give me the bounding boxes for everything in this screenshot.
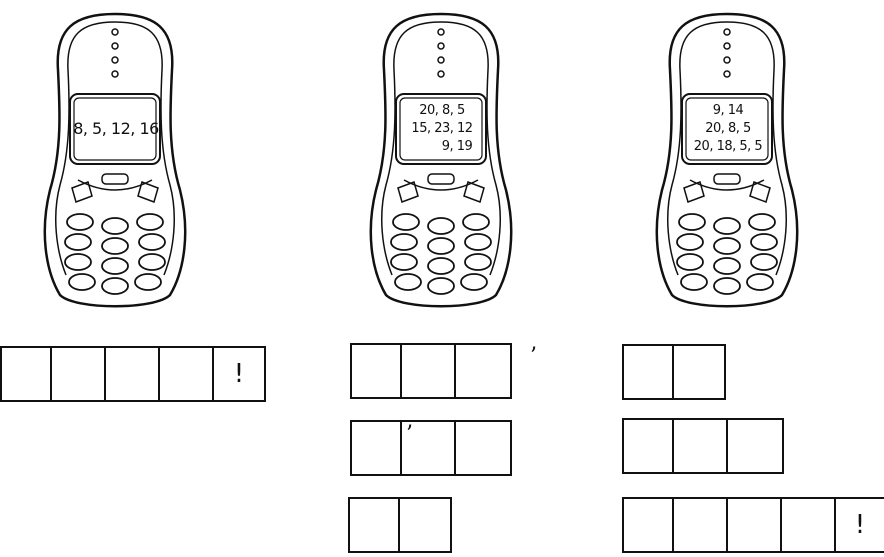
- answer-row-2c: [348, 497, 452, 553]
- phone-1-outline: [43, 12, 187, 308]
- phone-2: 20, 8, 5 15, 23, 12 9, 19: [366, 10, 516, 310]
- screen-line: 15, 23, 12: [411, 121, 473, 136]
- letter-box[interactable]: [402, 345, 456, 397]
- letter-box[interactable]: [52, 348, 106, 400]
- letter-box[interactable]: [728, 499, 782, 551]
- screen-line: 20, 8, 5: [419, 103, 465, 118]
- letter-box[interactable]: [728, 420, 782, 472]
- phone-3-screen: 9, 14 20, 8, 5 20, 18, 5, 5: [688, 98, 768, 160]
- letter-box[interactable]: [400, 499, 450, 551]
- letter-box[interactable]: [106, 348, 160, 400]
- letter-box[interactable]: [674, 499, 728, 551]
- letter-box[interactable]: [624, 346, 674, 398]
- phone-3: 9, 14 20, 8, 5 20, 18, 5, 5: [652, 10, 802, 310]
- letter-box[interactable]: [352, 345, 402, 397]
- letter-box[interactable]: [2, 348, 52, 400]
- answer-row-3c: !: [622, 497, 884, 553]
- answer-row-3a: [622, 344, 726, 400]
- letter-box[interactable]: [350, 499, 400, 551]
- phone-2-outline: [369, 12, 513, 308]
- answer-row-2b: ’: [350, 420, 512, 476]
- screen-line: 8, 5, 12, 16: [73, 119, 159, 138]
- screen-line: 9, 14: [712, 103, 744, 118]
- letter-box[interactable]: [674, 346, 724, 398]
- answer-row-3b: [622, 418, 784, 474]
- apostrophe-mark: ’: [406, 422, 413, 447]
- screen-line: 20, 18, 5, 5: [693, 139, 763, 154]
- phone-1: 8, 5, 12, 16: [40, 10, 190, 310]
- letter-box[interactable]: [456, 345, 510, 397]
- letter-box[interactable]: [624, 499, 674, 551]
- phone-1-screen: 8, 5, 12, 16: [73, 98, 159, 160]
- letter-box[interactable]: ’: [402, 422, 456, 474]
- letter-box[interactable]: [160, 348, 214, 400]
- letter-box[interactable]: [456, 422, 510, 474]
- letter-box[interactable]: [352, 422, 402, 474]
- screen-line: 9, 19: [441, 139, 473, 154]
- answer-row-1: !: [0, 346, 266, 402]
- answer-row-2a: [350, 343, 512, 399]
- apostrophe-mark: ’: [530, 344, 537, 369]
- phone-2-screen: 20, 8, 5 15, 23, 12 9, 19: [402, 98, 482, 160]
- phone-3-outline: [655, 12, 799, 308]
- letter-box[interactable]: [624, 420, 674, 472]
- letter-box[interactable]: [782, 499, 836, 551]
- screen-line: 20, 8, 5: [705, 121, 751, 136]
- letter-box[interactable]: [674, 420, 728, 472]
- exclamation-box: !: [854, 510, 866, 540]
- exclamation-box: !: [233, 359, 245, 389]
